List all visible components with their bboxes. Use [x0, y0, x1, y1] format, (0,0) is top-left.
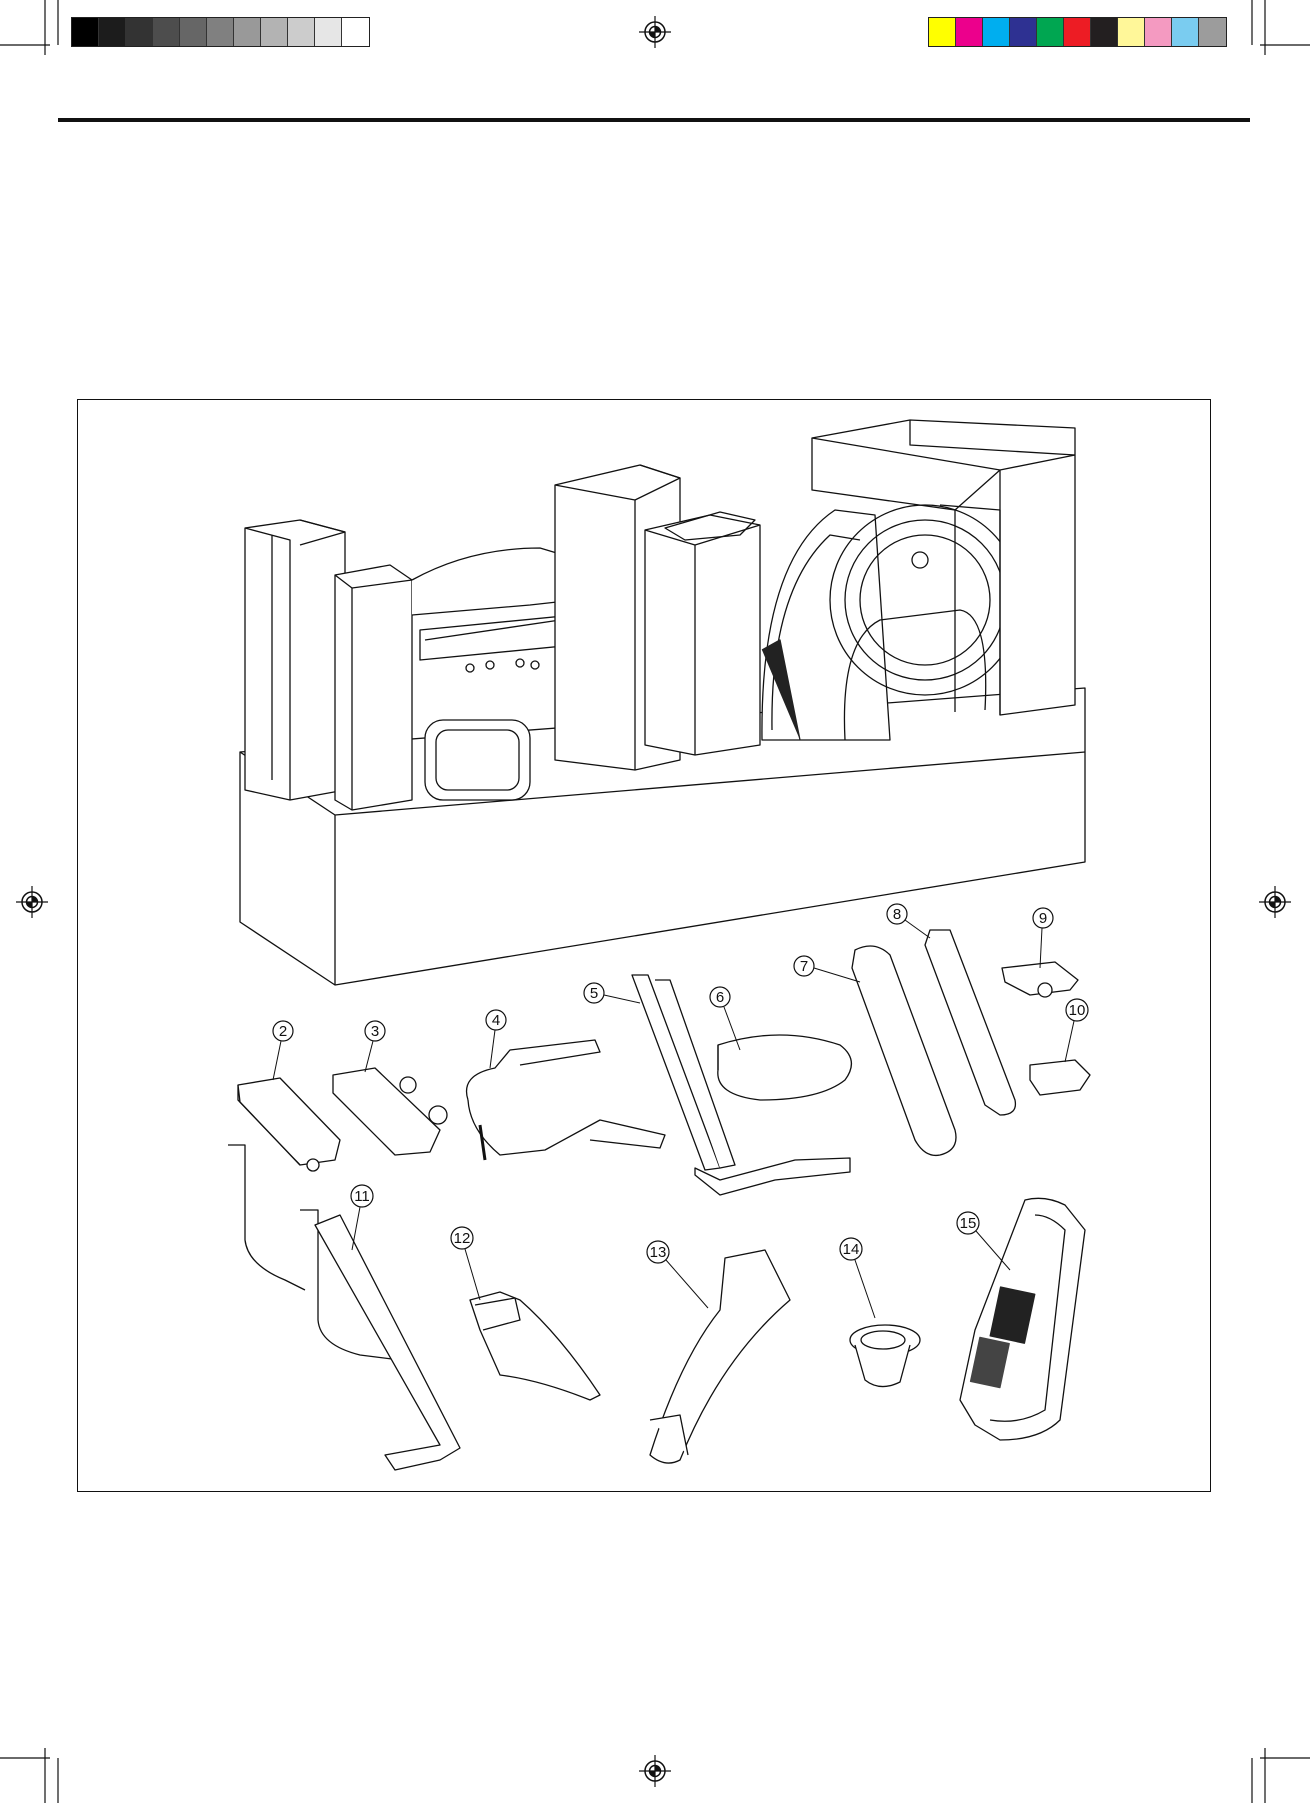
- callout-label: 5: [590, 985, 598, 1002]
- callout-3: 3: [365, 1021, 385, 1072]
- callout-label: 6: [716, 989, 724, 1006]
- registration-crosshair-icon: [1259, 886, 1291, 918]
- callout-label: 11: [354, 1188, 370, 1205]
- callout-9: 9: [1033, 908, 1053, 968]
- callout-label: 14: [843, 1241, 860, 1258]
- callout-13: 13: [647, 1241, 708, 1308]
- callout-label: 12: [454, 1230, 471, 1247]
- callout-label: 15: [960, 1215, 977, 1232]
- callout-8: 8: [887, 904, 930, 938]
- registration-crosshair-icon: [639, 16, 671, 48]
- callout-label: 2: [279, 1023, 287, 1040]
- callout-5: 5: [584, 983, 640, 1003]
- shipping-carton-illustration: [240, 420, 1085, 985]
- registration-crosshair-icon: [16, 886, 48, 918]
- registration-crosshair-icon: [639, 1755, 671, 1787]
- callout-12: 12: [451, 1227, 480, 1300]
- callout-15: 15: [957, 1212, 1010, 1270]
- callout-14: 14: [840, 1238, 875, 1318]
- callout-label: 8: [893, 906, 901, 923]
- callout-2: 2: [273, 1021, 293, 1080]
- callout-10: 10: [1065, 999, 1088, 1062]
- callout-label: 3: [371, 1023, 379, 1040]
- callout-label: 10: [1069, 1002, 1086, 1019]
- callout-label: 4: [492, 1012, 500, 1029]
- callout-label: 9: [1039, 910, 1047, 927]
- callout-label: 7: [800, 958, 808, 975]
- callout-7: 7: [794, 956, 860, 982]
- callout-label: 13: [650, 1244, 667, 1261]
- callout-11: 11: [351, 1185, 373, 1250]
